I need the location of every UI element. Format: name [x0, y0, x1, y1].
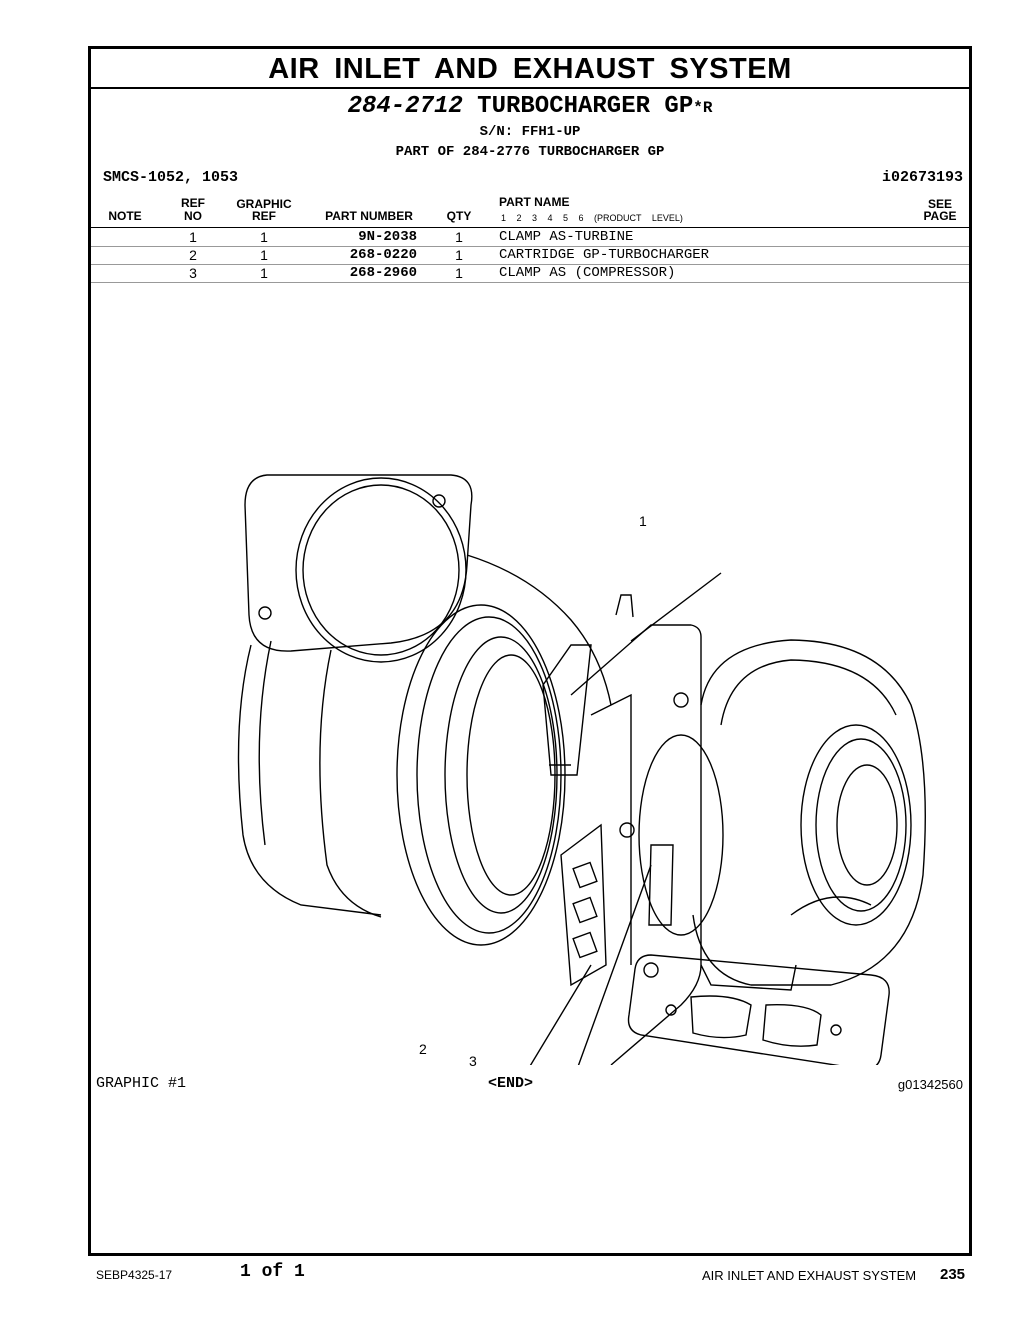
group-number: 284-2712: [347, 93, 463, 120]
mount-bolt: [619, 822, 635, 838]
col-ref-bottom: NO: [184, 209, 202, 223]
col-graphic-top: GRAPHIC: [236, 197, 292, 211]
clamp-compressor: [638, 734, 724, 936]
row-part-name: CLAMP AS (COMPRESSOR): [499, 265, 676, 281]
page-number: 235: [940, 1266, 966, 1283]
graphic-label: GRAPHIC #1: [96, 1075, 187, 1092]
turbine-housing: [692, 639, 926, 986]
compressor-diffuser: [396, 604, 566, 946]
inlet-flange: [244, 474, 473, 652]
page-of: 1 of 1: [240, 1262, 305, 1282]
row-qty: 1: [455, 247, 463, 263]
clamp-turbine: [542, 644, 592, 776]
mount-bolt: [643, 962, 659, 978]
part-of-line: PART OF 284-2776 TURBOCHARGER GP: [395, 144, 665, 160]
group-name: TURBOCHARGER GP: [462, 93, 694, 120]
turbocharger-drawing: [237, 474, 926, 1065]
callout-3: 3: [469, 1053, 477, 1069]
leader-line-3: [577, 864, 652, 1065]
row-ref: 1: [189, 229, 197, 245]
flange-bolt-hole: [258, 606, 272, 620]
col-graphic-bottom: REF: [252, 209, 276, 223]
bearing-housing: [570, 624, 702, 1065]
graphic-id: g01342560: [897, 1077, 963, 1092]
col-see-top: SEE: [927, 197, 952, 211]
row-part-name: CLAMP AS-TURBINE: [499, 229, 634, 245]
col-part-name: PART NAME: [499, 195, 570, 209]
flange-bolt-hole: [432, 494, 446, 508]
table-row: 1 1 9N-2038 1 CLAMP AS-TURBINE: [91, 228, 969, 247]
col-note: NOTE: [108, 209, 142, 223]
section-title: AIR INLET AND EXHAUST SYSTEM: [91, 49, 969, 89]
table-row: 3 1 268-2960 1 CLAMP AS (COMPRESSOR): [91, 264, 969, 283]
inlet-bore: [295, 477, 467, 663]
mount-bolt: [673, 692, 689, 708]
page-frame: AIR INLET AND EXHAUST SYSTEM 284-2712 TU…: [88, 46, 972, 1256]
row-part-number: 268-0220: [349, 247, 417, 263]
leader-line-1: [630, 572, 722, 642]
col-part-number: PART NUMBER: [325, 209, 413, 223]
callout-1: 1: [639, 513, 647, 529]
row-qty: 1: [455, 229, 463, 245]
row-graphic: 1: [260, 247, 268, 263]
row-qty: 1: [455, 265, 463, 281]
row-part-number: 9N-2038: [358, 229, 417, 245]
col-qty: QTY: [446, 209, 472, 223]
turbine-inlet-flange: [627, 954, 890, 1065]
row-ref: 2: [189, 247, 197, 263]
row-graphic: 1: [260, 229, 268, 245]
illustration-id: i02673193: [881, 169, 963, 186]
callout-2: 2: [419, 1041, 427, 1057]
smcs-codes: SMCS-1052, 1053: [103, 169, 239, 186]
col-see-bottom: PAGE: [923, 209, 957, 223]
turbine-outlet: [800, 724, 912, 926]
product-levels: 1 2 3 4 5 6 (PRODUCT LEVEL): [501, 213, 683, 223]
group-header: 284-2712 TURBOCHARGER GP*R S/N: FFH1-UP …: [91, 93, 969, 162]
table-row: 2 1 268-0220 1 CARTRIDGE GP-TURBOCHARGER: [91, 246, 969, 265]
col-ref-top: REF: [181, 196, 205, 210]
footer-section: AIR INLET AND EXHAUST SYSTEM: [702, 1268, 917, 1283]
row-ref: 3: [189, 265, 197, 281]
group-suffix: *R: [693, 99, 713, 117]
doc-number: SEBP4325-17: [96, 1268, 173, 1282]
row-graphic: 1: [260, 265, 268, 281]
serial-number: S/N: FFH1-UP: [479, 124, 581, 140]
end-marker: <END>: [488, 1075, 534, 1092]
parts-table-header: NOTE REF NO GRAPHIC REF PART NUMBER QTY …: [91, 195, 969, 228]
leader-line-2: [529, 964, 592, 1065]
row-part-name: CARTRIDGE GP-TURBOCHARGER: [499, 247, 710, 263]
group-title: 284-2712 TURBOCHARGER GP*R: [91, 93, 969, 122]
row-part-number: 268-2960: [349, 265, 417, 281]
